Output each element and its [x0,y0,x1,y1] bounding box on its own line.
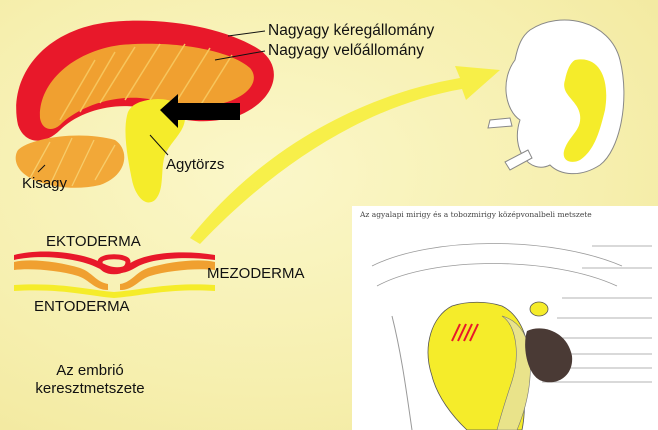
embryo-figure [488,20,624,174]
label-brainstem: Agytörzs [166,156,224,173]
label-mesoderm: MEZODERMA [207,265,305,282]
label-ectoderm: EKTODERMA [46,233,141,250]
label-medulla: Nagyagy velőállomány [268,42,424,60]
label-endoderm: ENTODERMA [34,298,130,315]
inset-drawing [352,206,658,430]
inset-section-image: Az agyalapi mirigy és a tobozmirigy közé… [352,206,658,430]
label-cortex: Nagyagy kéregállomány [268,22,434,40]
inset-title: Az agyalapi mirigy és a tobozmirigy közé… [360,210,592,219]
embryo-cross-section [14,251,215,298]
embryo-caption-line2: keresztmetszete [30,380,150,398]
label-cerebellum: Kisagy [22,175,67,192]
embryo-caption: Az embrió keresztmetszete [30,362,150,398]
embryo-caption-line1: Az embrió [30,362,150,380]
